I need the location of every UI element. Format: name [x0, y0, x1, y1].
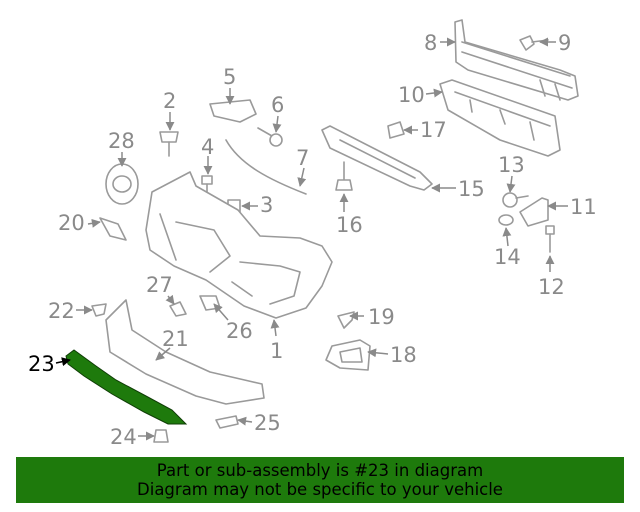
part-13-bolt	[502, 192, 529, 208]
callout-20: 20	[58, 211, 85, 235]
part-6-bolt	[257, 127, 283, 147]
banner-part-line: Part or sub-assembly is #23 in diagram	[156, 461, 484, 480]
callout-18: 18	[390, 343, 417, 367]
callout-3: 3	[260, 193, 273, 217]
callout-2: 2	[163, 89, 176, 113]
callout-15: 15	[458, 177, 485, 201]
part-27-cover	[169, 301, 187, 317]
leader-lines	[55, 37, 568, 441]
part-17-clip	[387, 121, 405, 139]
part-9-bolt	[519, 35, 549, 51]
callout-28: 28	[108, 129, 135, 153]
part-12-bolt	[545, 225, 555, 253]
part-23-lower-guard	[65, 349, 188, 425]
callout-9: 9	[558, 31, 571, 55]
callout-17: 17	[420, 118, 447, 142]
callout-26: 26	[226, 319, 253, 343]
callout-4: 4	[201, 135, 214, 159]
part-14-clip	[498, 214, 514, 226]
callout-27: 27	[146, 273, 173, 297]
callout-16: 16	[336, 213, 363, 237]
callout-11: 11	[570, 195, 597, 219]
part-19-clip	[337, 311, 355, 329]
callout-24: 24	[110, 425, 137, 449]
part-16-bolt	[335, 161, 353, 191]
part-1-bumper-cover	[145, 171, 333, 319]
part-18-lamp-cover	[325, 339, 371, 371]
part-20-bracket	[99, 217, 127, 241]
callout-8: 8	[424, 31, 437, 55]
callout-19: 19	[368, 305, 395, 329]
callout-labels: 8 9 10 5 2 6 17 28 4 7 13 15 3 11 20 16 …	[28, 31, 597, 449]
part-2-bolt	[159, 131, 179, 157]
part-11-bracket	[519, 197, 549, 227]
part-7-strip	[225, 139, 307, 195]
diagram-notice-banner: Part or sub-assembly is #23 in diagram D…	[16, 457, 624, 503]
callout-1: 1	[270, 339, 283, 363]
callout-7: 7	[296, 146, 309, 170]
part-22-clip	[91, 303, 107, 317]
callout-12: 12	[538, 275, 565, 299]
callout-5: 5	[223, 65, 236, 89]
callout-21: 21	[162, 327, 189, 351]
callout-22: 22	[48, 299, 75, 323]
banner-disclaimer-line: Diagram may not be specific to your vehi…	[137, 480, 503, 499]
callout-23: 23	[28, 352, 55, 376]
part-25-clip	[215, 415, 239, 429]
part-5-bracket	[209, 99, 257, 123]
part-15-retainer	[321, 125, 433, 191]
part-10-absorber	[439, 79, 561, 157]
callout-6: 6	[271, 93, 284, 117]
callout-10: 10	[398, 83, 425, 107]
callout-13: 13	[498, 153, 525, 177]
part-8-reinforcement	[454, 19, 579, 101]
part-21-lower-spoiler	[105, 299, 265, 405]
callout-14: 14	[494, 245, 521, 269]
callout-25: 25	[254, 411, 281, 435]
part-24-clip	[153, 429, 169, 443]
part-28-emblem	[105, 163, 139, 205]
